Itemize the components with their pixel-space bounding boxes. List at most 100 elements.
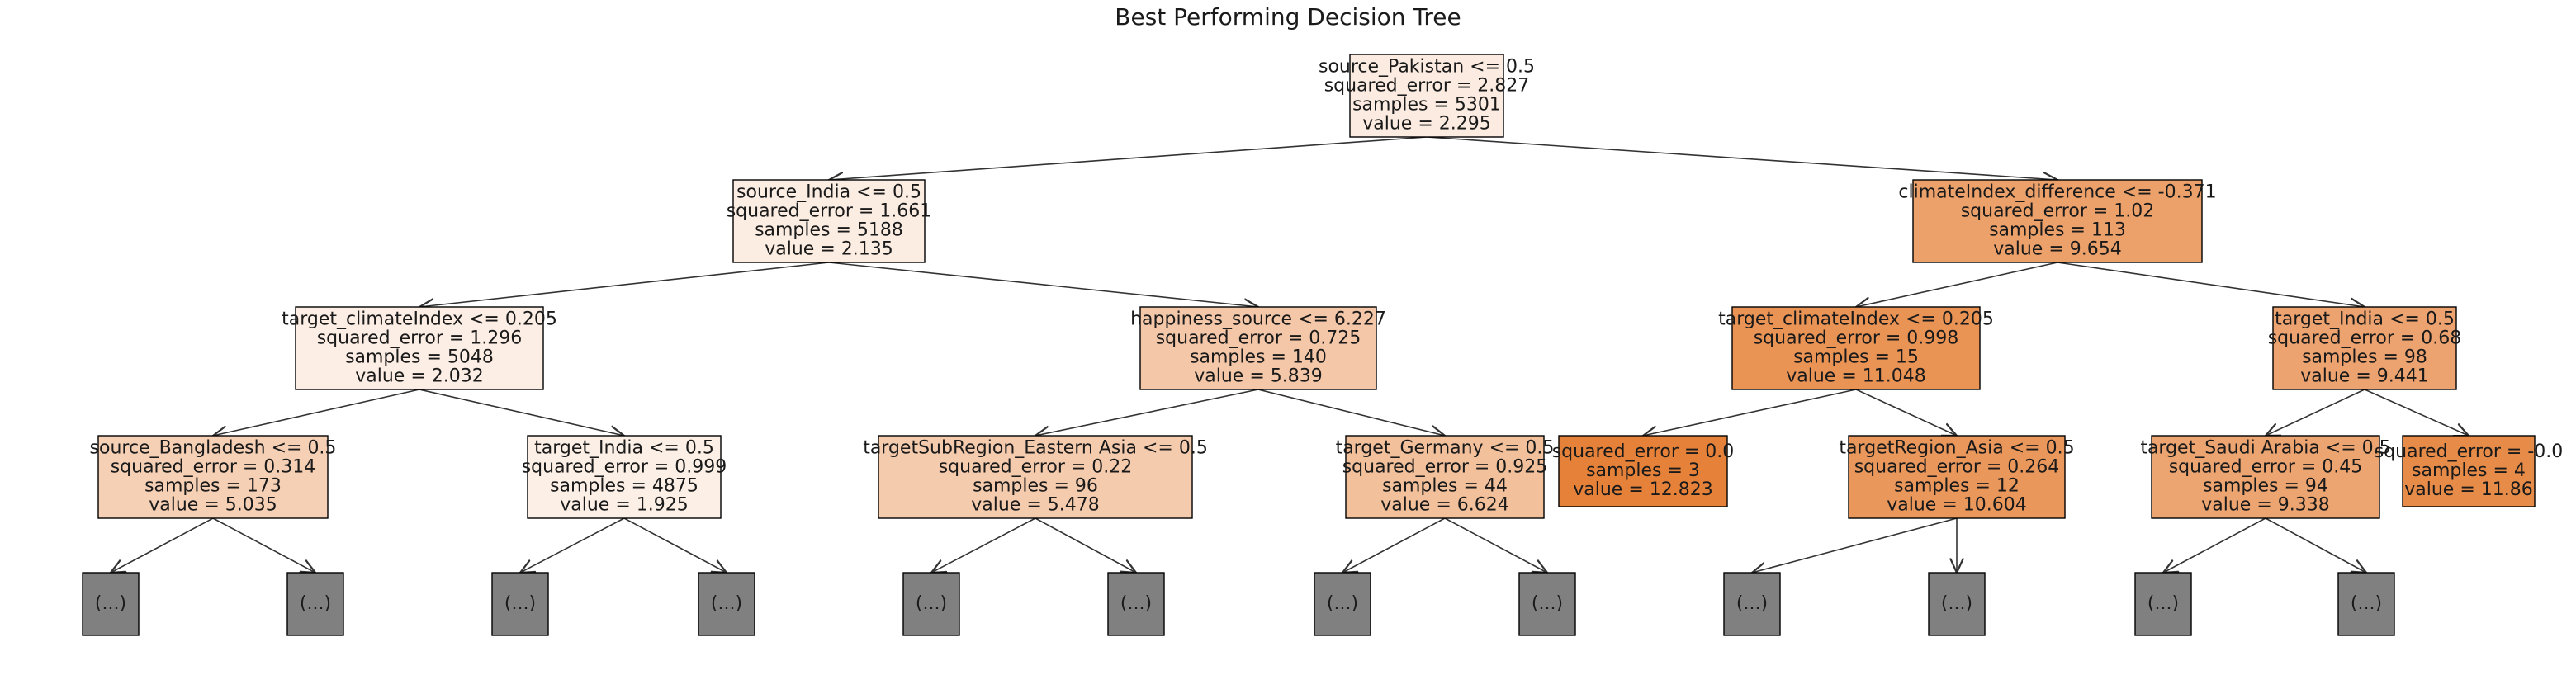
tree-edge (111, 517, 214, 573)
tree-node-line: value = 10.604 (1887, 495, 2027, 516)
tree-node-line: samples = 94 (2203, 476, 2328, 497)
truncated-subtree-box (2337, 572, 2395, 636)
truncated-subtree: (...) (82, 572, 140, 636)
truncated-subtree-box (1518, 572, 1576, 636)
tree-node-box (1349, 54, 1504, 138)
tree-node-line: target_Saudi Arabia <= 0.5 (2140, 438, 2390, 459)
tree-node-line: squared_error = 0.22 (939, 457, 1133, 478)
tree-edge (1035, 517, 1136, 573)
tree-node-box (1912, 179, 2203, 263)
diagram-title: Best Performing Decision Tree (1115, 3, 1461, 31)
tree-node-box (295, 306, 544, 390)
truncated-subtree-box (2134, 572, 2192, 636)
tree-node-line: target_climateIndex <= 0.205 (282, 309, 557, 330)
tree-node-line: value = 5.035 (149, 495, 277, 516)
tree-node-line: value = 9.338 (2201, 495, 2330, 516)
tree-node-line: source_Bangladesh <= 0.5 (90, 438, 337, 459)
tree-node-line: value = 9.654 (1993, 239, 2122, 260)
tree-node-line: squared_error = -0.0 (2375, 441, 2564, 462)
tree-edge (1444, 517, 1547, 573)
tree-edge (1426, 136, 2057, 180)
tree-node-line: value = 2.135 (765, 239, 893, 260)
truncated-subtree-box (491, 572, 549, 636)
truncated-subtree: (...) (902, 572, 960, 636)
tree-edge (520, 517, 625, 573)
tree-edge (2266, 389, 2365, 436)
tree-node-line: target_climateIndex <= 0.205 (1718, 309, 1994, 330)
tree-node-line: squared_error = 0.725 (1156, 328, 1361, 349)
truncated-subtree-label: (...) (711, 593, 742, 614)
tree-edge (419, 389, 624, 436)
tree-node-line: samples = 3 (1586, 460, 1700, 481)
tree-node: climateIndex_difference <= -0.371squared… (1898, 179, 2217, 263)
tree-node-line: source_India <= 0.5 (736, 182, 921, 203)
tree-node-box (1731, 306, 1981, 390)
truncated-subtree-label: (...) (1736, 593, 1768, 614)
tree-node-box (1558, 435, 1728, 507)
tree-node-line: value = 6.624 (1380, 495, 1509, 516)
truncated-subtree-box (902, 572, 960, 636)
tree-node-box (1139, 306, 1377, 390)
tree-node-box (97, 435, 329, 519)
truncated-subtree-label: (...) (1327, 593, 1358, 614)
tree-node-line: samples = 44 (1382, 476, 1508, 497)
tree-node-line: squared_error = 0.0 (1552, 441, 1735, 462)
truncated-subtree-box (286, 572, 344, 636)
tree-node-line: samples = 4 (2412, 460, 2526, 481)
truncated-subtree-box (82, 572, 140, 636)
truncated-subtree-label: (...) (2351, 593, 2382, 614)
truncated-subtree-label: (...) (504, 593, 536, 614)
tree-node-box (527, 435, 722, 519)
tree-node-line: squared_error = 0.314 (111, 457, 316, 478)
tree-node-line: value = 11.86 (2404, 479, 2533, 500)
tree-edge (829, 136, 1428, 180)
tree-node-box (2151, 435, 2380, 519)
tree-node-line: samples = 15 (1793, 347, 1919, 368)
tree-edge (1035, 389, 1259, 436)
tree-edge (2163, 517, 2266, 573)
tree-node-line: value = 9.441 (2300, 366, 2429, 387)
tree-node-line: samples = 12 (1894, 476, 2020, 497)
tree-node: targetSubRegion_Eastern Asia <= 0.5squar… (863, 435, 1208, 519)
tree-node-box (1848, 435, 2066, 519)
tree-edge (213, 389, 420, 436)
tree-node-box (2272, 306, 2457, 390)
tree-node-line: samples = 98 (2302, 347, 2427, 368)
tree-node-line: squared_error = 0.45 (2169, 457, 2363, 478)
tree-node-line: target_India <= 0.5 (2275, 309, 2455, 330)
tree-edge (419, 262, 830, 307)
tree-node-line: targetRegion_Asia <= 0.5 (1839, 438, 2074, 459)
truncated-subtree: (...) (1928, 572, 1986, 636)
tree-node-line: targetSubRegion_Eastern Asia <= 0.5 (863, 438, 1208, 459)
tree-edge (2057, 262, 2365, 307)
tree-node-line: samples = 5301 (1352, 95, 1501, 116)
tree-edge (828, 262, 1258, 307)
truncated-subtree: (...) (2134, 572, 2192, 636)
tree-node-line: squared_error = 2.827 (1324, 76, 1530, 97)
tree-node-box (732, 179, 926, 263)
tree-node: target_climateIndex <= 0.205squared_erro… (1718, 306, 1994, 390)
truncated-subtree: (...) (1518, 572, 1576, 636)
tree-node-line: squared_error = 0.925 (1342, 457, 1548, 478)
tree-node-line: samples = 5048 (345, 347, 494, 368)
truncated-subtree: (...) (1723, 572, 1781, 636)
tree-node-line: happiness_source <= 6.227 (1130, 309, 1386, 330)
tree-node-line: squared_error = 0.999 (522, 457, 727, 478)
tree-edge (623, 517, 727, 573)
tree-node-line: squared_error = 1.02 (1961, 201, 2155, 222)
tree-node-line: source_Pakistan <= 0.5 (1319, 57, 1535, 78)
truncated-subtree-box (1107, 572, 1165, 636)
truncated-subtree-box (1314, 572, 1371, 636)
tree-edge (931, 517, 1036, 573)
truncated-subtree: (...) (1314, 572, 1371, 636)
tree-node-box (878, 435, 1193, 519)
tree-edge (1342, 517, 1446, 573)
tree-node-line: value = 1.925 (560, 495, 689, 516)
truncated-subtree-label: (...) (1120, 593, 1152, 614)
tree-node-line: target_India <= 0.5 (534, 438, 714, 459)
tree-edge (212, 517, 315, 573)
